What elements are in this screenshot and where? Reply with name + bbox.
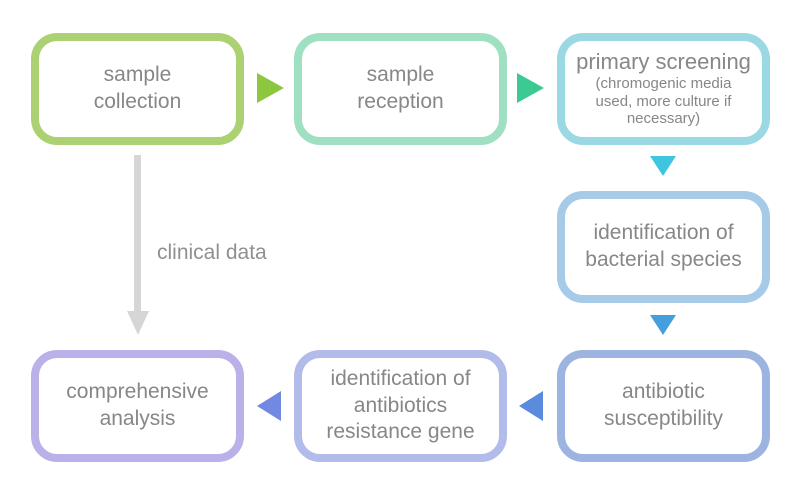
arrow-left-icon	[519, 391, 543, 421]
node-antibiotic-susceptibility: antibiotic susceptibility	[557, 350, 770, 462]
node-sample-collection-label: sample collection	[93, 63, 182, 113]
node-antibiotic-susceptibility-label: antibiotic susceptibility	[603, 380, 724, 430]
node-identification-of-antibiotics-resistance-gene-label: identification of antibiotics resistance…	[326, 366, 475, 444]
arrow-left-icon	[257, 391, 281, 421]
arrow-right-icon	[257, 73, 284, 103]
arrow-down-icon	[650, 156, 676, 176]
node-comprehensive-analysis: comprehensive analysis	[31, 350, 244, 462]
node-primary-screening-label-group: primary screening (chromogenic media use…	[576, 50, 751, 128]
node-sample-reception-label: sample reception	[357, 63, 444, 113]
arrow-down-icon	[650, 315, 676, 335]
node-identification-of-antibiotics-resistance-gene: identification of antibiotics resistance…	[294, 350, 507, 462]
node-primary-screening-sublabel: (chromogenic media used, more culture if…	[595, 75, 732, 128]
node-comprehensive-analysis-label: comprehensive analysis	[66, 380, 209, 430]
node-primary-screening: primary screening (chromogenic media use…	[557, 33, 770, 145]
node-identification-of-bacterial-species: identification of bacterial species	[557, 191, 770, 303]
arrow-right-icon	[517, 73, 544, 103]
node-sample-reception: sample reception	[294, 33, 507, 145]
node-identification-of-bacterial-species-label: identification of bacterial species	[585, 221, 742, 271]
clinical-data-arrow-head-icon	[127, 311, 149, 335]
node-sample-collection: sample collection	[31, 33, 244, 145]
clinical-data-label: clinical data	[157, 241, 267, 264]
clinical-data-arrow-line	[134, 155, 141, 311]
node-primary-screening-label: primary screening	[576, 48, 751, 74]
